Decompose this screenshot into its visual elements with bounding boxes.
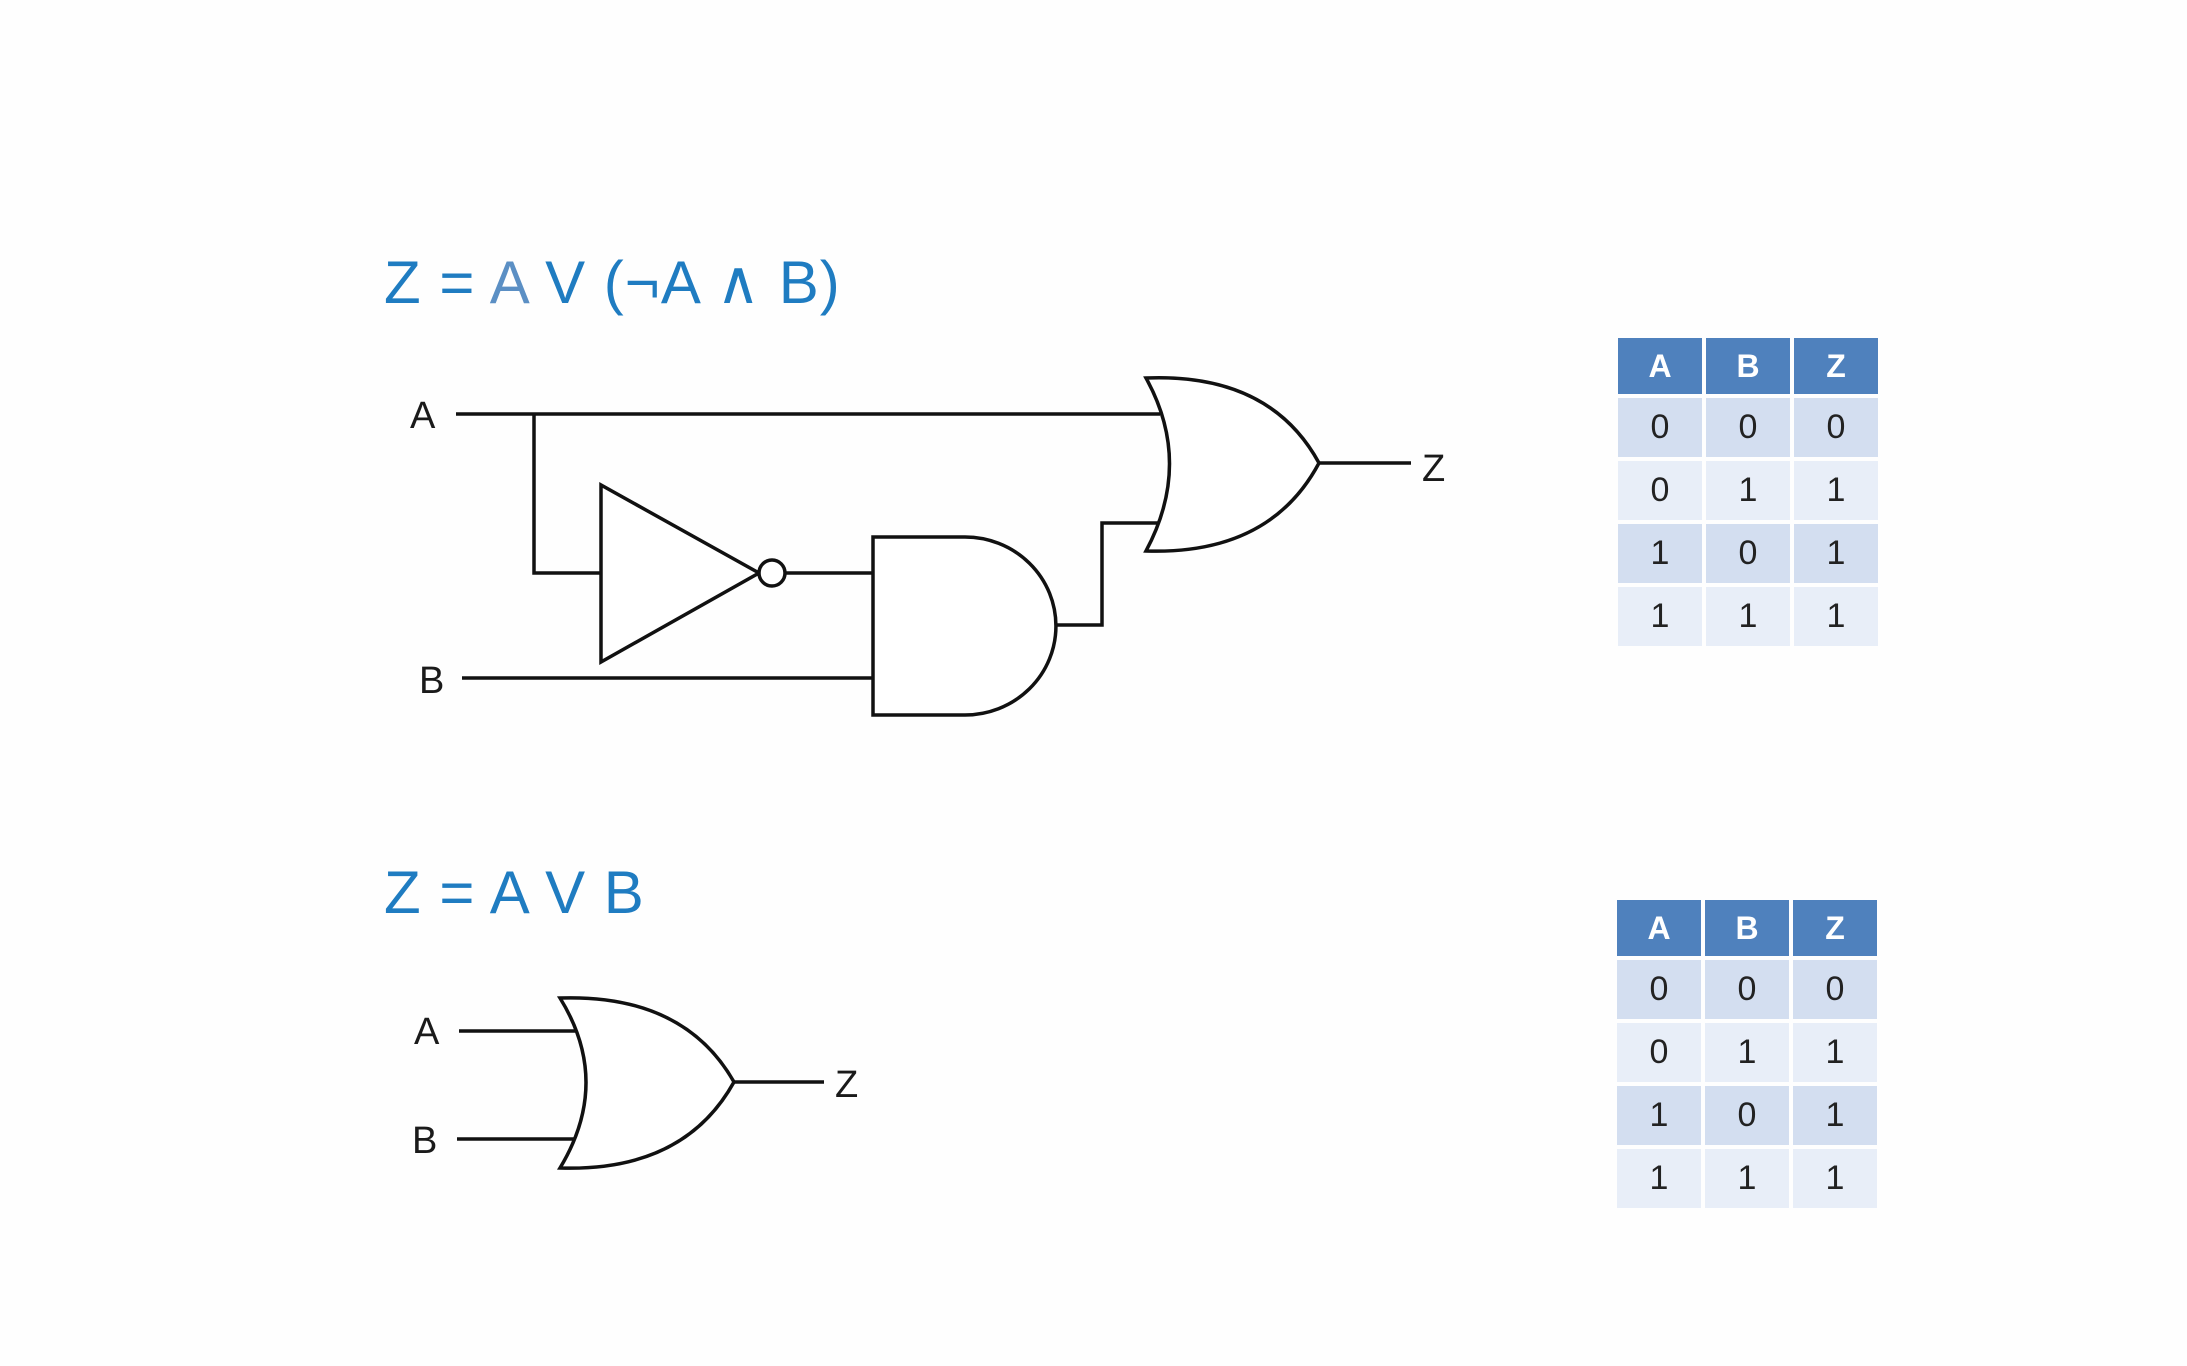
or-gate bbox=[1143, 376, 1321, 553]
equation-complex-highlight: A bbox=[489, 249, 528, 316]
not-gate bbox=[599, 482, 763, 665]
truth-table-complex: A B Z 0 0 0 0 1 1 1 0 1 1 1 bbox=[1614, 334, 1882, 650]
table-cell: 1 bbox=[1793, 1023, 1877, 1082]
table-row: 0 0 0 bbox=[1617, 960, 1877, 1019]
table-row: 1 0 1 bbox=[1618, 524, 1878, 583]
circuit-complex-input-b-label: B bbox=[419, 660, 444, 702]
column-header-b: B bbox=[1705, 900, 1789, 956]
equation-simplified: Z = A V B bbox=[384, 859, 645, 926]
table-cell: 1 bbox=[1793, 1149, 1877, 1208]
circuit-simplified: A B Z bbox=[412, 996, 858, 1170]
table-cell: 0 bbox=[1617, 1023, 1701, 1082]
table-row: 0 1 1 bbox=[1617, 1023, 1877, 1082]
table-row: 1 1 1 bbox=[1618, 587, 1878, 646]
table-cell: 1 bbox=[1794, 461, 1878, 520]
truth-table-simplified: A B Z 0 0 0 0 1 1 1 0 1 1 1 bbox=[1613, 896, 1881, 1212]
column-header-b: B bbox=[1706, 338, 1790, 394]
not-gate-bubble bbox=[757, 558, 787, 588]
table-cell: 0 bbox=[1706, 524, 1790, 583]
table-cell: 1 bbox=[1705, 1023, 1789, 1082]
table-cell: 1 bbox=[1794, 587, 1878, 646]
and-gate bbox=[871, 535, 1058, 717]
table-cell: 1 bbox=[1617, 1149, 1701, 1208]
table-cell: 0 bbox=[1706, 398, 1790, 457]
table-cell: 0 bbox=[1705, 960, 1789, 1019]
circuit-complex: A B Z bbox=[410, 376, 1445, 717]
table-cell: 0 bbox=[1617, 960, 1701, 1019]
table-cell: 1 bbox=[1794, 524, 1878, 583]
table-row: 0 1 1 bbox=[1618, 461, 1878, 520]
equation-complex-rest: V (¬A ∧ B) bbox=[527, 249, 841, 316]
table-cell: 0 bbox=[1618, 461, 1702, 520]
table-cell: 0 bbox=[1794, 398, 1878, 457]
table-cell: 0 bbox=[1705, 1086, 1789, 1145]
table-cell: 1 bbox=[1618, 524, 1702, 583]
circuit-simplified-output-z-label: Z bbox=[835, 1064, 858, 1106]
table-cell: 1 bbox=[1617, 1086, 1701, 1145]
equation-complex: Z = A V (¬A ∧ B) bbox=[384, 253, 841, 313]
circuit-complex-input-a-label: A bbox=[410, 395, 436, 437]
table-cell: 1 bbox=[1706, 587, 1790, 646]
circuit-simplified-input-b-label: B bbox=[412, 1120, 437, 1162]
column-header-a: A bbox=[1618, 338, 1702, 394]
wire-and-to-or bbox=[1056, 521, 1160, 627]
table-row: 1 0 1 bbox=[1617, 1086, 1877, 1145]
table-cell: 1 bbox=[1618, 587, 1702, 646]
table-cell: 1 bbox=[1705, 1149, 1789, 1208]
table-header-row: A B Z bbox=[1618, 338, 1878, 394]
column-header-a: A bbox=[1617, 900, 1701, 956]
circuit-simplified-input-a-label: A bbox=[414, 1011, 440, 1053]
equation-complex-prefix: Z = bbox=[384, 249, 490, 316]
circuit-complex-output-z-label: Z bbox=[1422, 448, 1445, 490]
wire-a-to-not bbox=[532, 414, 601, 575]
table-cell: 0 bbox=[1793, 960, 1877, 1019]
table-cell: 1 bbox=[1706, 461, 1790, 520]
table-cell: 1 bbox=[1793, 1086, 1877, 1145]
table-row: 1 1 1 bbox=[1617, 1149, 1877, 1208]
or-gate-simple bbox=[556, 996, 737, 1170]
column-header-z: Z bbox=[1794, 338, 1878, 394]
table-row: 0 0 0 bbox=[1618, 398, 1878, 457]
table-cell: 0 bbox=[1618, 398, 1702, 457]
table-header-row: A B Z bbox=[1617, 900, 1877, 956]
column-header-z: Z bbox=[1793, 900, 1877, 956]
